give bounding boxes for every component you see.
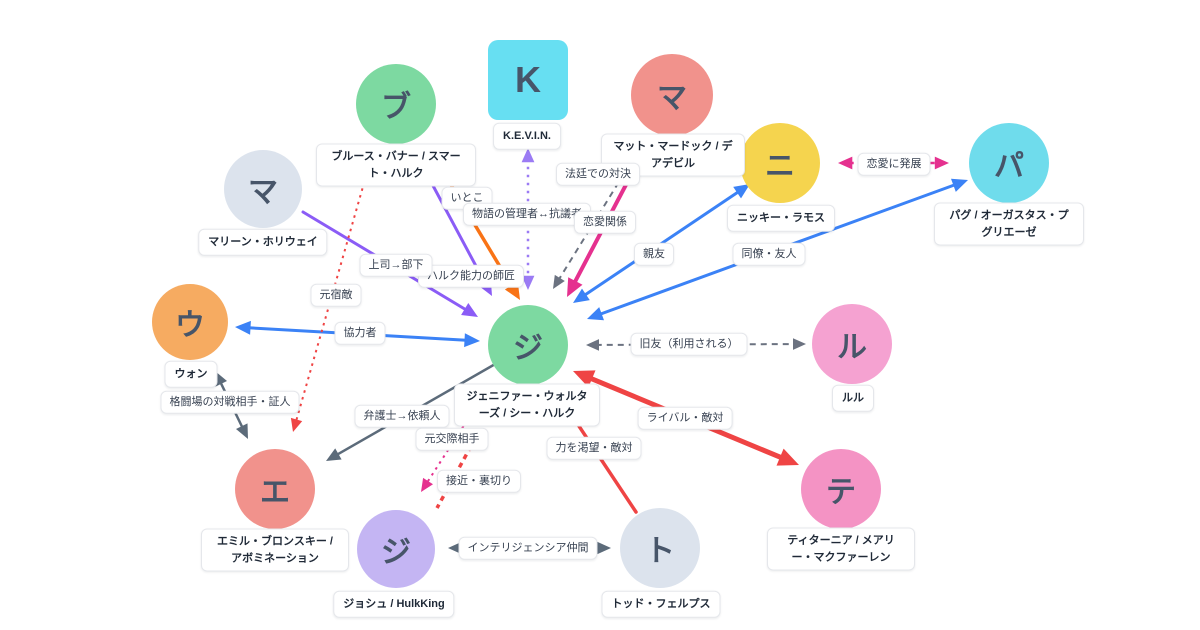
arrowhead-icon xyxy=(215,371,227,387)
edge-label-matt-jen-4: 法廷での対決 xyxy=(556,162,640,186)
arrowhead-icon xyxy=(838,156,853,170)
node-todd[interactable]: ト xyxy=(620,508,700,588)
node-label-titania: ティターニア / メアリー・マクファーレン xyxy=(767,527,915,571)
arrowhead-icon xyxy=(461,303,478,317)
node-letter: ジ xyxy=(381,536,411,569)
node-letter: パ xyxy=(994,150,1024,183)
node-label-marin: マリーン・ホリウェイ xyxy=(198,228,328,256)
edge-label-bruce-jen-1: ハルク能力の師匠 xyxy=(418,264,524,288)
arrowhead-icon xyxy=(421,477,433,492)
node-label-matt: マット・マードック / デアデビル xyxy=(601,133,745,177)
node-letter: マ xyxy=(657,82,687,115)
arrowhead-icon xyxy=(521,148,535,163)
arrowhead-icon xyxy=(290,417,303,432)
edge-label-kevin-jen-3: 物語の管理者↔抗議者 xyxy=(463,202,591,226)
arrowhead-icon xyxy=(235,320,251,335)
node-label-wong: ウォン xyxy=(164,360,218,388)
edge-label-josh-jen-14: 元交際相手 xyxy=(415,427,489,451)
arrowhead-icon xyxy=(587,307,604,321)
node-label-emil: エミル・ブロンスキー / アボミネーション xyxy=(201,528,349,572)
node-josh[interactable]: ジ xyxy=(357,510,435,588)
edge-label-nikki-jen-6: 親友 xyxy=(634,242,674,266)
arrowhead-icon xyxy=(521,275,535,290)
arrowhead-icon xyxy=(776,448,799,466)
node-label-kevin: K.E.V.I.N. xyxy=(493,122,561,150)
edge-label-todd-jen-17: 力を渇望・敵対 xyxy=(546,436,642,460)
node-label-josh: ジョシュ / HulkKing xyxy=(333,590,455,618)
node-bruce[interactable]: ブ xyxy=(356,64,436,144)
node-matt[interactable]: マ xyxy=(631,54,713,136)
arrowhead-icon xyxy=(236,423,248,439)
edge-label-josh-todd-18: インテリジェンシア仲間 xyxy=(458,536,598,560)
arrowhead-icon xyxy=(553,274,565,289)
arrowhead-icon xyxy=(573,288,590,303)
node-titania[interactable]: テ xyxy=(801,449,881,529)
edge-label-jen-lulu-10: 旧友（利用される） xyxy=(630,332,748,356)
arrowhead-icon xyxy=(793,338,806,350)
node-label-bruce: ブルース・バナー / スマート・ハルク xyxy=(316,143,476,187)
node-label-todd: トッド・フェルプス xyxy=(601,590,721,618)
edge-jen-josh-15 xyxy=(421,384,491,492)
node-letter: K xyxy=(515,59,541,100)
arrowhead-icon xyxy=(573,370,596,388)
node-letter: ニ xyxy=(765,150,795,183)
node-wong[interactable]: ウ xyxy=(152,284,228,360)
node-label-lulu: ルル xyxy=(832,384,874,412)
node-letter: ル xyxy=(837,331,867,364)
arrowhead-icon xyxy=(326,448,342,461)
edge-label-pug-jen-7: 同僚・友人 xyxy=(732,242,806,266)
node-jen[interactable]: ジ xyxy=(488,305,568,385)
node-emil[interactable]: エ xyxy=(235,449,315,529)
edge-label-marin-jen-2: 上司→部下 xyxy=(359,253,433,277)
node-label-jen: ジェニファー・ウォルターズ / シー・ハルク xyxy=(454,383,600,427)
edge-label-wong-jen-8: 協力者 xyxy=(334,321,386,345)
node-letter: ジ xyxy=(513,332,543,365)
arrowhead-icon xyxy=(595,541,611,555)
node-pug[interactable]: パ xyxy=(969,123,1049,203)
node-letter: ト xyxy=(645,535,675,568)
node-letter: ブ xyxy=(381,91,411,124)
node-letter: エ xyxy=(260,476,290,509)
node-label-nikki: ニッキー・ラモス xyxy=(727,204,835,232)
node-letter: ウ xyxy=(175,309,205,342)
edge-label-jen-josh-15: 接近・裏切り xyxy=(437,469,521,493)
arrowhead-icon xyxy=(586,339,599,351)
node-letter: テ xyxy=(826,476,856,509)
edge-label-matt-jen-5: 恋愛関係 xyxy=(574,210,636,234)
edge-label-jen-titania-16: ライバル・敵対 xyxy=(637,406,733,430)
arrowhead-icon xyxy=(733,184,750,199)
node-letter: マ xyxy=(248,176,278,209)
node-marin[interactable]: マ xyxy=(224,150,302,228)
edge-label-jen-emil-13: 弁護士→依頼人 xyxy=(354,404,450,428)
edge-kevin-jen-3 xyxy=(521,148,535,290)
edge-label-wong-emil-12: 格闘場の対戦相手・証人 xyxy=(160,390,300,414)
node-label-pug: パグ / オーガスタス・プグリエーゼ xyxy=(934,202,1084,246)
edge-label-bruce-emil-11: 元宿敵 xyxy=(310,283,362,307)
arrowhead-icon xyxy=(934,156,949,170)
arrowhead-icon xyxy=(464,333,480,348)
node-kevin[interactable]: K xyxy=(488,40,568,120)
node-nikki[interactable]: ニ xyxy=(740,123,820,203)
arrowhead-icon xyxy=(567,277,583,297)
edge-bruce-emil-11 xyxy=(290,147,375,432)
edge-label-nikki-pug-9: 恋愛に発展 xyxy=(857,152,931,176)
arrowhead-icon xyxy=(951,178,968,192)
node-lulu[interactable]: ル xyxy=(812,304,892,384)
